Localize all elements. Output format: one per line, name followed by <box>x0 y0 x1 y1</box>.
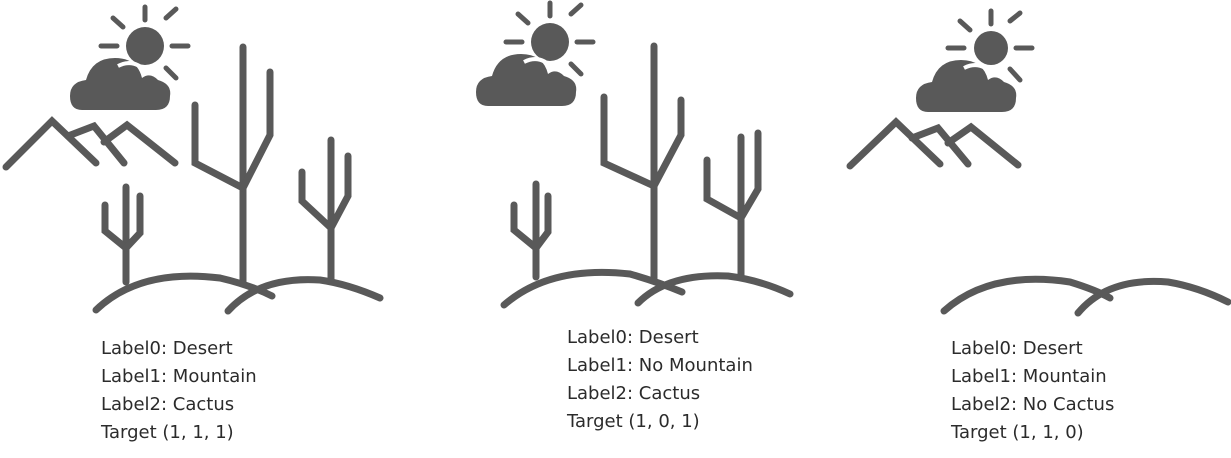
sun-icon <box>945 8 1035 83</box>
scene-illustration-2 <box>476 0 794 309</box>
label-list: Label0: Desert Label1: Mountain Label2: … <box>951 335 1114 447</box>
scene-illustration-1 <box>2 4 384 315</box>
panel-desert-no-mountain-cactus: Label0: Desert Label1: No Mountain Label… <box>410 0 820 458</box>
cloud-icon <box>476 54 577 106</box>
target-text: Target (1, 1, 0) <box>951 422 1084 443</box>
cactus-icon <box>101 43 352 287</box>
cactus-icon <box>510 42 762 283</box>
target-text: Target (1, 1, 1) <box>101 422 234 443</box>
panel-desert-mountain-cactus: Label0: Desert Label1: Mountain Label2: … <box>0 0 410 458</box>
scene-illustration-3 <box>846 8 1231 317</box>
dune-icon <box>940 275 1231 317</box>
dune-icon <box>92 272 384 315</box>
panel-desert-mountain-no-cactus: Label0: Desert Label1: Mountain Label2: … <box>820 0 1231 458</box>
label1-text: Label1: Mountain <box>951 366 1107 387</box>
label1-text: Label1: No Mountain <box>567 355 753 376</box>
cloud-icon <box>916 60 1017 112</box>
mountain-icon <box>846 117 1022 170</box>
label0-text: Label0: Desert <box>101 338 233 359</box>
target-text: Target (1, 0, 1) <box>567 411 700 432</box>
label2-text: Label2: Cactus <box>567 383 701 404</box>
label1-text: Label1: Mountain <box>101 366 257 387</box>
dune-icon <box>500 268 794 309</box>
label-list: Label0: Desert Label1: Mountain Label2: … <box>101 335 257 447</box>
label-list: Label0: Desert Label1: No Mountain Label… <box>567 324 753 436</box>
label2-text: Label2: No Cactus <box>951 394 1115 415</box>
cloud-icon <box>70 58 171 110</box>
label2-text: Label2: Cactus <box>101 394 235 415</box>
label0-text: Label0: Desert <box>951 338 1083 359</box>
label0-text: Label0: Desert <box>567 327 699 348</box>
sun-icon <box>98 4 191 81</box>
mountain-icon <box>2 116 179 171</box>
sun-icon <box>503 0 596 77</box>
